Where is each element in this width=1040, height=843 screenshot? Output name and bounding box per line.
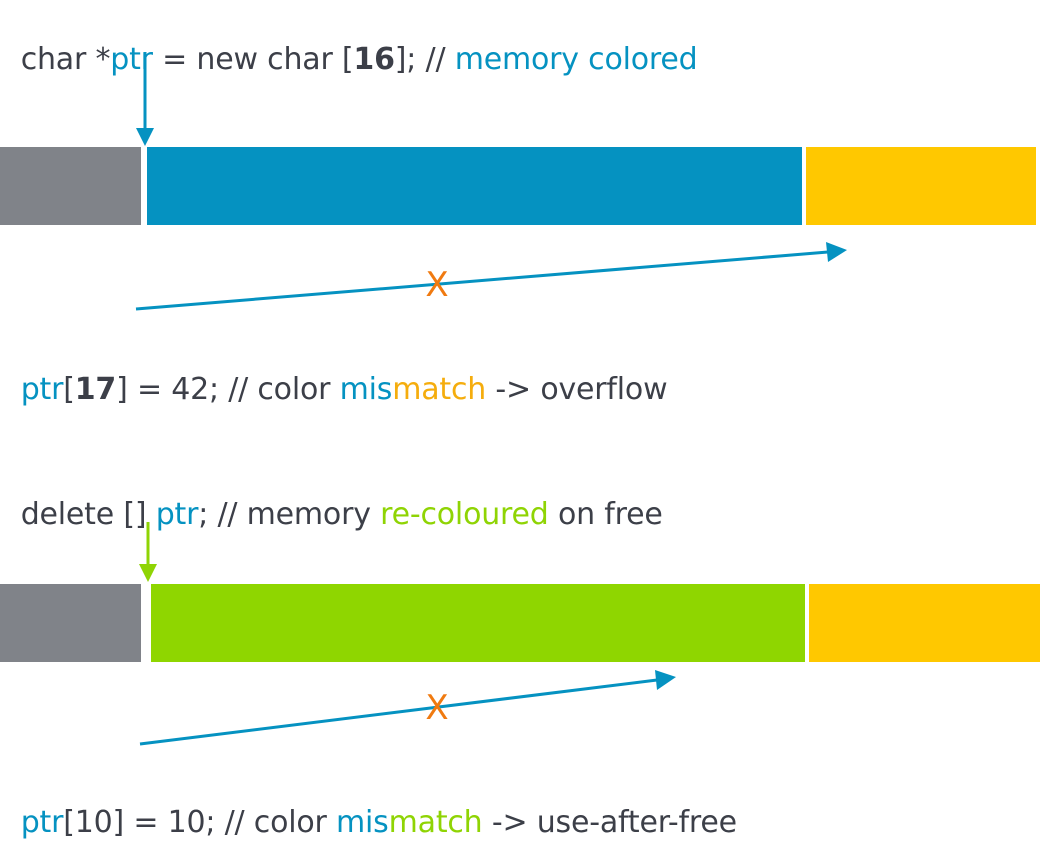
memory-block-freed bbox=[151, 584, 805, 662]
code-text: ; // memory bbox=[198, 497, 381, 532]
match-text: match bbox=[392, 372, 487, 407]
code-text: delete [] bbox=[20, 497, 156, 532]
mis-text: mis bbox=[336, 805, 389, 840]
memory-block-allocated bbox=[147, 147, 802, 225]
delete-code-line: delete [] ptr; // memory re-coloured on … bbox=[2, 455, 663, 535]
overflow-blocked-x-icon: X bbox=[425, 265, 449, 305]
code-text: [10] = 10; // color bbox=[63, 805, 337, 840]
allocation-code-line: char *ptr = new char [16]; // memory col… bbox=[2, 0, 698, 80]
memory-block-redzone bbox=[809, 584, 1040, 662]
memory-block-redzone bbox=[806, 147, 1036, 225]
code-text: ] = 42; // color bbox=[116, 372, 340, 407]
code-text: [ bbox=[63, 372, 75, 407]
match-text: match bbox=[388, 805, 483, 840]
code-text: on free bbox=[548, 497, 663, 532]
use-after-free-blocked-x-icon: X bbox=[425, 688, 449, 728]
mis-text: mis bbox=[339, 372, 393, 407]
array-size: 16 bbox=[353, 42, 395, 77]
comment-slashes: // bbox=[416, 42, 455, 77]
ptr-identifier: ptr bbox=[110, 42, 153, 77]
ptr-identifier: ptr bbox=[20, 372, 64, 407]
recoloured-text: re-coloured bbox=[380, 497, 549, 532]
code-text: char * bbox=[20, 42, 111, 77]
code-text: -> overflow bbox=[486, 372, 668, 407]
overflow-access-line: ptr[17] = 42; // color mismatch -> overf… bbox=[2, 330, 668, 410]
comment-memory-colored: memory colored bbox=[454, 42, 698, 77]
memory-block-header bbox=[0, 584, 141, 662]
code-text: -> use-after-free bbox=[482, 805, 737, 840]
code-text: = new char [ bbox=[152, 42, 354, 77]
memory-block-header bbox=[0, 147, 141, 225]
access-index: 17 bbox=[74, 372, 117, 407]
ptr-identifier: ptr bbox=[20, 805, 64, 840]
use-after-free-arrow bbox=[139, 670, 676, 746]
overflow-access-arrow bbox=[135, 242, 847, 311]
ptr-identifier: ptr bbox=[155, 497, 199, 532]
code-text: ]; bbox=[394, 42, 417, 77]
use-after-free-line: ptr[10] = 10; // color mismatch -> use-a… bbox=[2, 763, 737, 843]
